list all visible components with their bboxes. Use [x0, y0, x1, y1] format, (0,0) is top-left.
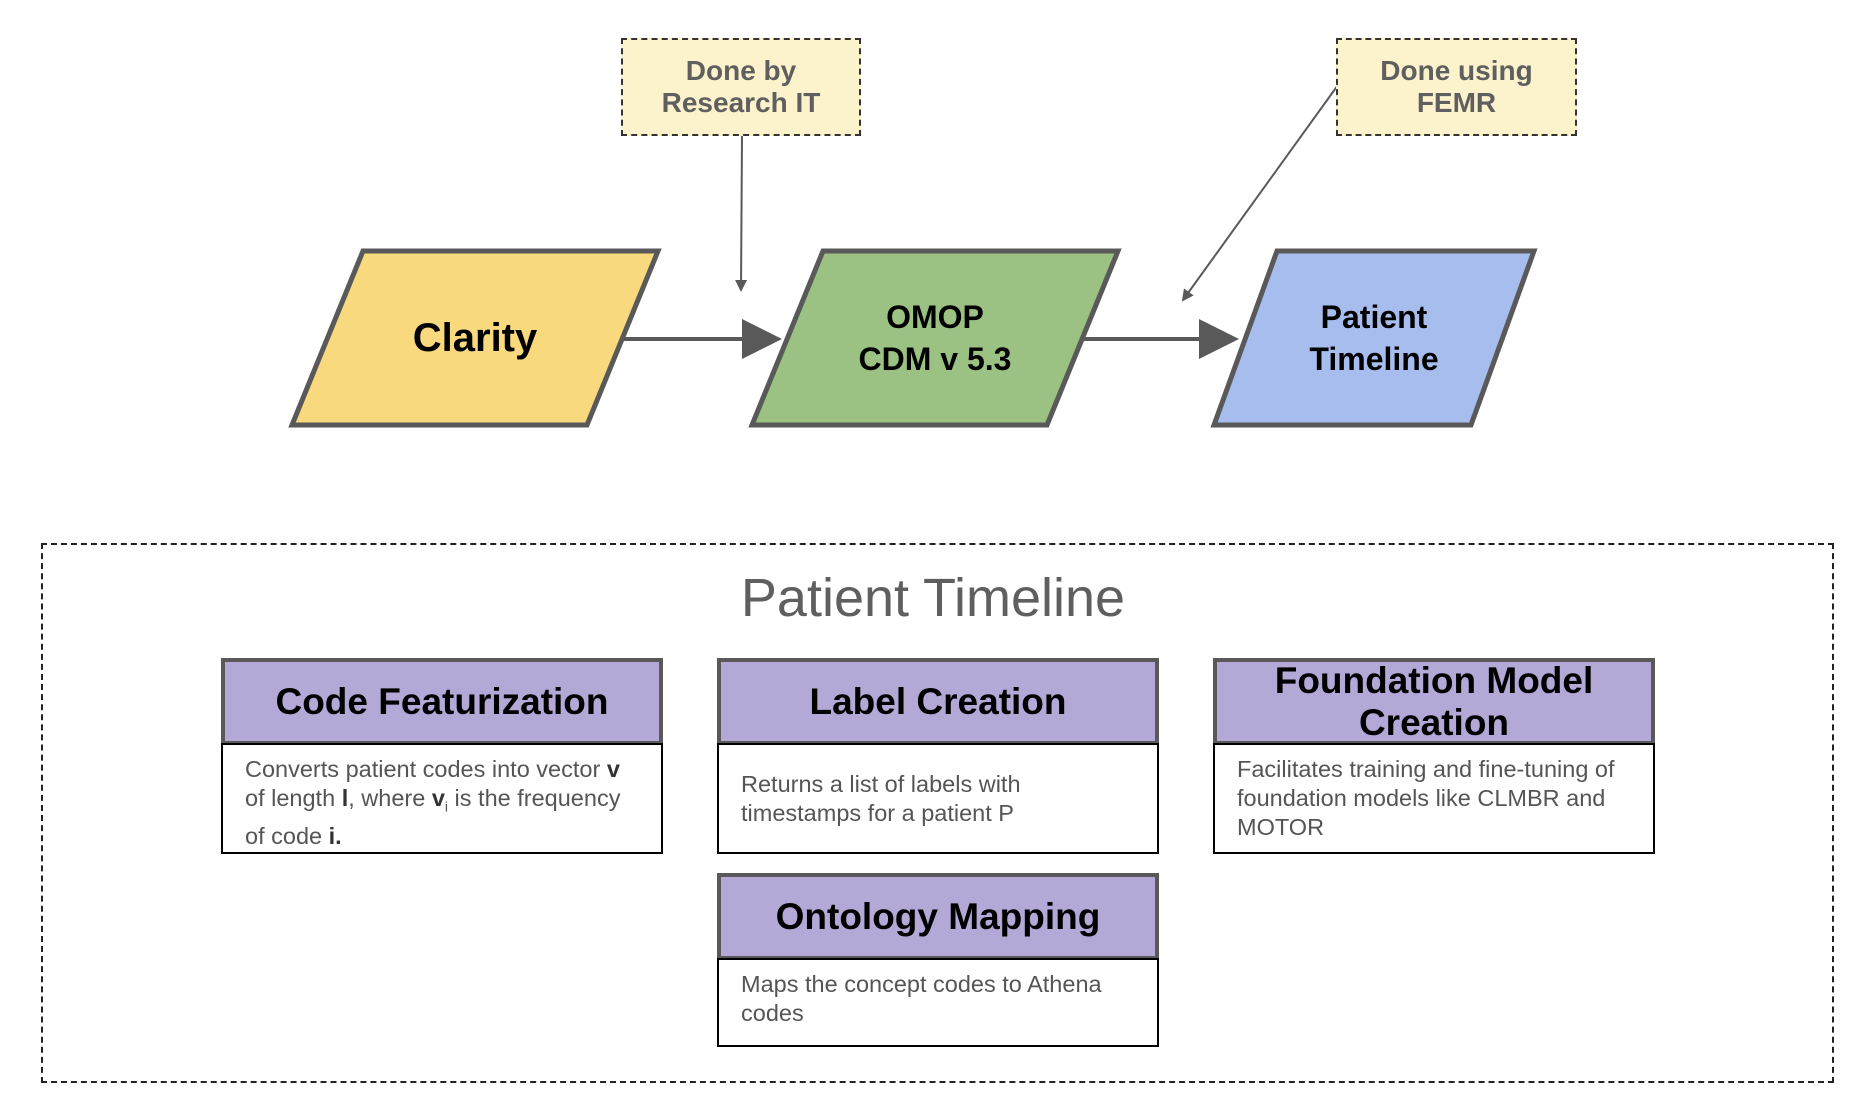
card-ontology-mapping-body: Maps the concept codes to Athena codes	[717, 958, 1159, 1047]
card-label-creation-body-line-2: timestamps for a patient P	[741, 799, 1014, 826]
card-foundation-model-title-line-2: Creation	[1358, 701, 1510, 743]
note-femr: Done using FEMR	[1336, 38, 1577, 136]
timeline-label-line-2: Timeline	[1309, 341, 1439, 377]
card-label-creation: Label Creation Returns a list of labels …	[717, 658, 1159, 854]
card-foundation-model-title-line-1: Foundation Model	[1274, 659, 1594, 701]
card-label-creation-title: Label Creation	[717, 658, 1159, 745]
arrow-femr	[1181, 84, 1339, 302]
card-ontology-mapping-body-line-2: codes	[741, 1000, 804, 1026]
timeline-shape	[1210, 248, 1538, 428]
note-femr-line-1: Done using	[1380, 55, 1533, 86]
timeline-label: Patient Timeline	[1214, 251, 1534, 425]
omop-label-line-2: CDM v 5.3	[858, 341, 1012, 377]
card-foundation-model-body-line-3: MOTOR	[1237, 814, 1325, 840]
timeline-label-line-1: Patient	[1320, 299, 1428, 335]
card-ontology-mapping-body-line-1: Maps the concept codes to Athena	[741, 971, 1102, 997]
card-label-creation-body: Returns a list of labels with timestamps…	[717, 743, 1159, 854]
card-ontology-mapping: Ontology Mapping Maps the concept codes …	[717, 873, 1159, 1047]
patient-timeline-container	[41, 543, 1834, 1083]
card-code-featurization: Code Featurization Converts patient code…	[221, 658, 663, 854]
omop-label-line-1: OMOP	[886, 299, 984, 335]
note-research-it: Done by Research IT	[621, 38, 861, 136]
container-title: Patient Timeline	[740, 568, 1126, 628]
note-femr-line-2: FEMR	[1416, 87, 1497, 118]
card-code-featurization-title: Code Featurization	[221, 658, 663, 745]
note-research-it-line-2: Research IT	[661, 87, 821, 118]
card-code-featurization-body: Converts patient codes into vector v of …	[221, 743, 663, 854]
omop-shape	[748, 248, 1122, 428]
card-label-creation-body-line-1: Returns a list of labels with	[741, 770, 1021, 797]
card-ontology-mapping-title: Ontology Mapping	[717, 873, 1159, 960]
arrow-research-it	[735, 134, 748, 292]
clarity-label: Clarity	[412, 315, 538, 360]
card-foundation-model-body: Facilitates training and fine-tuning of …	[1213, 743, 1655, 854]
card-foundation-model-title: Foundation Model Creation	[1213, 658, 1655, 745]
clarity-shape	[288, 248, 662, 428]
card-foundation-model-body-line-2: foundation models like CLMBR and	[1237, 785, 1606, 811]
note-research-it-line-1: Done by	[685, 55, 797, 86]
card-foundation-model: Foundation Model Creation Facilitates tr…	[1213, 658, 1655, 854]
omop-label: OMOP CDM v 5.3	[752, 251, 1118, 425]
card-foundation-model-body-line-1: Facilitates training and fine-tuning of	[1237, 756, 1615, 782]
